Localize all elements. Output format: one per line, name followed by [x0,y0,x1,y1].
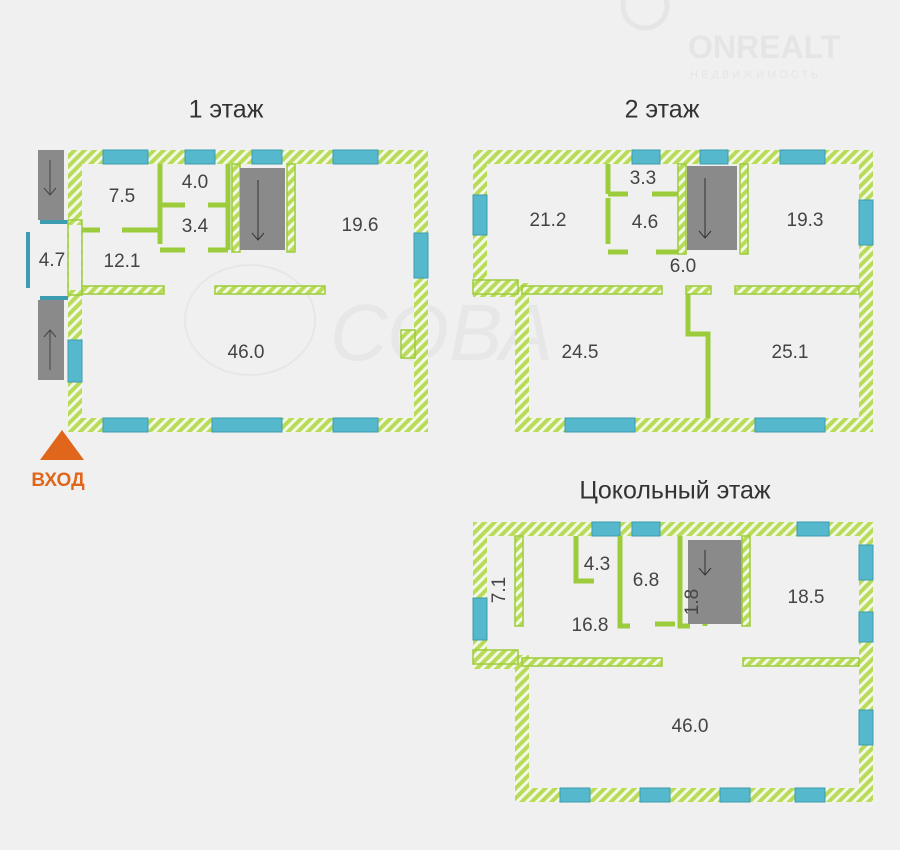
floor-2-plan: 2 этаж 21.2 3.3 4.6 6.0 19.3 24.5 25.1 [472,96,874,433]
window [699,149,729,165]
window [559,787,591,803]
window [472,597,488,641]
room-area: 12.1 [104,251,141,272]
room-area: 4.7 [39,250,65,271]
entrance-arrow-icon [40,430,84,460]
window [67,339,83,383]
watermark-subtitle: НЕДВИЖИМОСТЬ [690,69,821,81]
room-area: 4.0 [182,172,208,193]
room-area: 4.3 [584,554,610,575]
window [332,417,379,433]
window [211,417,283,433]
room-area: 24.5 [562,342,599,363]
window [858,611,874,643]
watermark-owl-icon [184,264,316,376]
stairs-arrow-icon [698,550,712,576]
room-area: 19.3 [787,210,824,231]
window [631,149,661,165]
room-area: 16.8 [572,615,609,636]
room-area: 21.2 [530,210,567,231]
floor-1-title: 1 этаж [189,96,264,124]
room-area: 46.0 [672,716,709,737]
entrance-label: ВХОД [31,470,85,491]
window [794,787,826,803]
room-area: 18.5 [788,587,825,608]
room-area: 6.0 [670,256,696,277]
room-area: 46.0 [228,342,265,363]
room-area: 7.1 [489,577,510,603]
room-area: 6.8 [633,570,659,591]
window [754,417,826,433]
floor-2-title: 2 этаж [625,96,700,124]
window [591,521,621,537]
stairs-arrow-icon [251,180,265,241]
internal-stairs [240,168,285,250]
room-area: 25.1 [772,342,809,363]
basement-title: Цокольный этаж [579,477,771,505]
window [639,787,671,803]
internal-stairs [687,166,737,250]
external-stairs-bottom [38,300,64,380]
window [858,199,874,246]
window [102,417,149,433]
external-stairs-top [38,150,64,220]
window [631,521,661,537]
window [251,149,283,165]
floor-1-plan: 1 этаж 7.5 4.0 3.4 19.6 4.7 12. [26,96,429,491]
internal-stairs [688,540,742,624]
room-area: 3.4 [182,216,209,237]
room-area: 3.3 [630,168,656,189]
watermark-brand: ONREALT [688,29,841,65]
stairs-arrow-icon [698,178,712,239]
window [413,232,429,279]
stairs-arrow-icon [43,160,57,370]
window [184,149,216,165]
window [332,149,379,165]
house-pin-icon [620,0,670,31]
window [472,194,488,236]
room-area: 19.6 [342,215,379,236]
room-area: 1.8 [682,589,703,615]
window [102,149,149,165]
room-area: 4.6 [632,212,658,233]
window [796,521,830,537]
window [719,787,751,803]
window [858,544,874,581]
window [779,149,826,165]
basement-plan: Цокольный этаж 7.1 4.3 6.8 1.8 16.8 18.5… [472,477,874,803]
window [858,709,874,746]
window [564,417,636,433]
room-area: 7.5 [109,186,135,207]
